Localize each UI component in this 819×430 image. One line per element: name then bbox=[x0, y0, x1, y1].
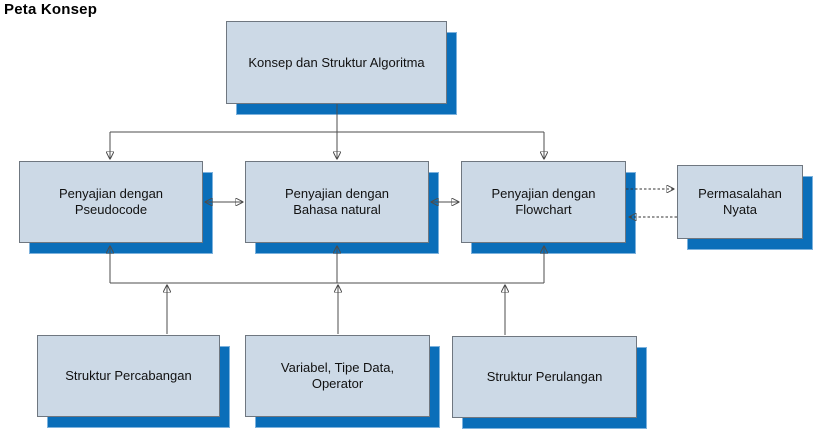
node-penyajian-flowchart: Penyajian dengan Flowchart bbox=[461, 161, 636, 254]
node-struktur-perulangan: Struktur Perulangan bbox=[452, 336, 647, 429]
node-label: Konsep dan Struktur Algoritma bbox=[248, 54, 425, 70]
node-label: Penyajian dengan Bahasa natural bbox=[284, 186, 390, 217]
node-variabel-tipe-data-operator: Variabel, Tipe Data, Operator bbox=[245, 335, 440, 428]
node-label: Struktur Percabangan bbox=[65, 368, 192, 383]
node-struktur-percabangan: Struktur Percabangan bbox=[37, 335, 230, 428]
node-box: Struktur Perulangan bbox=[452, 336, 637, 418]
node-box: Variabel, Tipe Data, Operator bbox=[245, 335, 430, 417]
node-konsep-dan-struktur-algoritma: Konsep dan Struktur Algoritma bbox=[226, 21, 457, 115]
bottom-bus-connector bbox=[110, 246, 544, 335]
node-box: Penyajian dengan Flowchart bbox=[461, 161, 626, 243]
node-label: Struktur Perulangan bbox=[486, 369, 603, 384]
node-box: Permasalahan Nyata bbox=[677, 165, 803, 239]
node-box: Penyajian dengan Bahasa natural bbox=[245, 161, 429, 243]
node-label: Penyajian dengan Flowchart bbox=[491, 186, 596, 217]
node-penyajian-bahasa-natural: Penyajian dengan Bahasa natural bbox=[245, 161, 439, 254]
node-box: Struktur Percabangan bbox=[37, 335, 220, 417]
node-box: Penyajian dengan Pseudocode bbox=[19, 161, 203, 243]
page-title: Peta Konsep bbox=[4, 1, 98, 18]
node-permasalahan-nyata: Permasalahan Nyata bbox=[677, 165, 813, 250]
node-label: Variabel, Tipe Data, Operator bbox=[280, 360, 395, 391]
node-label: Penyajian dengan Pseudocode bbox=[58, 186, 164, 217]
node-penyajian-pseudocode: Penyajian dengan Pseudocode bbox=[19, 161, 213, 254]
node-label: Permasalahan Nyata bbox=[698, 186, 782, 217]
node-box: Konsep dan Struktur Algoritma bbox=[226, 21, 447, 104]
